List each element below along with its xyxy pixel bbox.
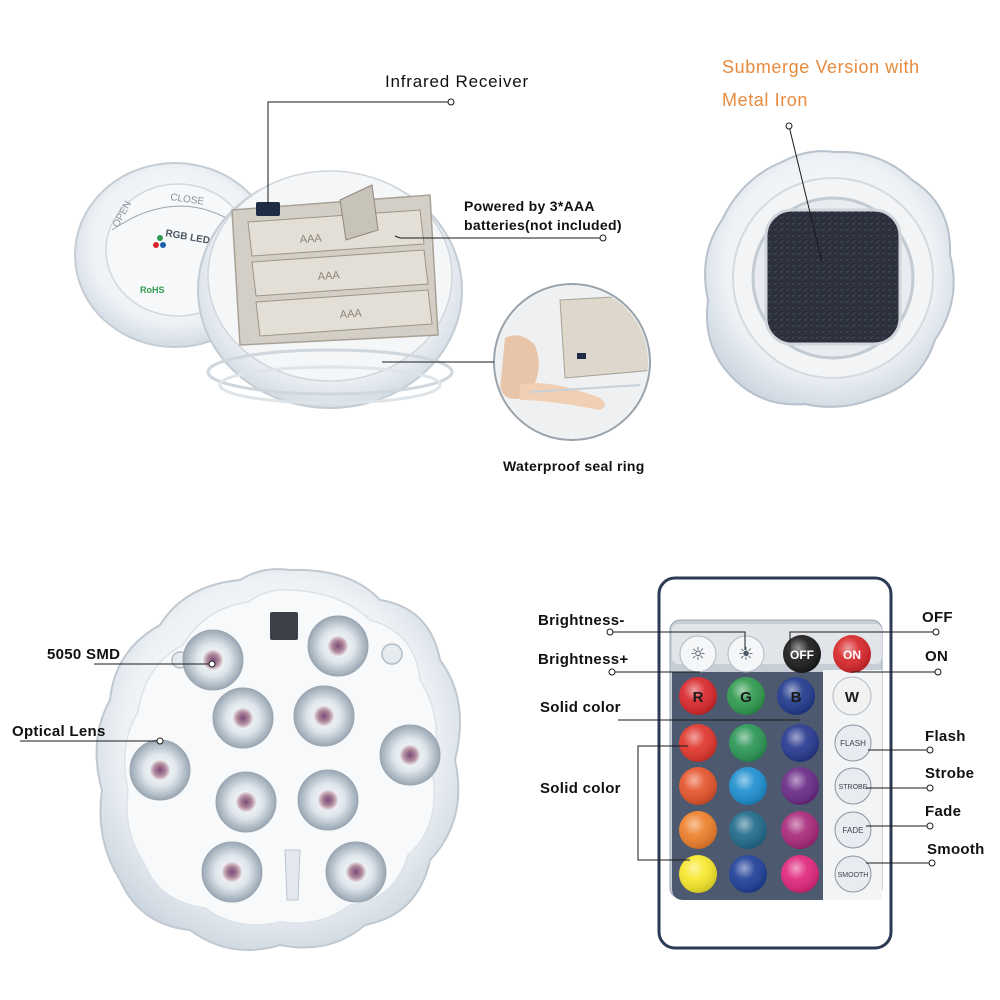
- off-button-label: OFF: [790, 648, 814, 662]
- red-button-label: R: [693, 689, 704, 706]
- off-button[interactable]: OFF: [783, 635, 821, 673]
- solid-color-label-1: Solid color: [540, 699, 621, 716]
- color-button-6[interactable]: [781, 767, 819, 805]
- led-lens-7: [215, 771, 277, 833]
- infrared-receiver-chip: [256, 202, 280, 216]
- on-button[interactable]: ON: [833, 635, 871, 673]
- color-button-12[interactable]: [781, 855, 819, 893]
- led-lens-1: [182, 629, 244, 691]
- brightness-down-button[interactable]: ☼: [679, 635, 717, 673]
- submerge-version-label-line1: Submerge Version with: [722, 57, 920, 77]
- flash-button-label: FLASH: [840, 739, 866, 748]
- color-button-grid: [679, 724, 819, 893]
- brightness-minus-label: Brightness-: [538, 612, 625, 629]
- color-button-1[interactable]: [679, 724, 717, 762]
- color-button-11[interactable]: [729, 855, 767, 893]
- led-lens-4: [293, 685, 355, 747]
- submerge-version-label-line2: Metal Iron: [722, 90, 809, 110]
- white-button[interactable]: W: [832, 676, 872, 716]
- color-button-4[interactable]: [679, 767, 717, 805]
- off-label: OFF: [922, 609, 953, 626]
- open-light-photo: OPEN CLOSE RGB LED RoHS AAA AAA AAA: [74, 162, 651, 441]
- white-button-label: W: [845, 689, 860, 706]
- led-lens-8: [297, 769, 359, 831]
- fade-label: Fade: [925, 803, 962, 820]
- metal-iron-photo: [704, 150, 955, 408]
- battery-leader: [394, 235, 603, 239]
- fade-button-label: FADE: [843, 826, 864, 835]
- blue-button[interactable]: B: [777, 677, 815, 715]
- ir-receiver-window: [270, 612, 298, 640]
- blue-button-label: B: [791, 689, 802, 706]
- on-button-label: ON: [843, 648, 861, 662]
- aaa-label-1: AAA: [299, 232, 322, 246]
- green-button-label: G: [740, 689, 752, 706]
- led-lens-3: [212, 687, 274, 749]
- led-lens-6: [129, 739, 191, 801]
- color-button-5[interactable]: [729, 767, 767, 805]
- solid-color-bracket: [637, 745, 690, 861]
- annotation-lines: [20, 98, 942, 867]
- aaa-label-3: AAA: [339, 307, 362, 321]
- smooth-button[interactable]: SMOOTH: [834, 855, 872, 893]
- color-button-10[interactable]: [679, 855, 717, 893]
- optical-lens-label: Optical Lens: [12, 723, 106, 740]
- color-button-7[interactable]: [679, 811, 717, 849]
- flash-button[interactable]: FLASH: [834, 724, 872, 762]
- smd-5050-label: 5050 SMD: [47, 646, 121, 663]
- seal-ring-inset: [493, 283, 651, 441]
- led-light-photo: [95, 568, 461, 951]
- infrared-leader: [267, 101, 451, 205]
- flash-label: Flash: [925, 728, 966, 745]
- infrared-receiver-label: Infrared Receiver: [385, 72, 529, 91]
- metal-iron-leader: [788, 125, 823, 263]
- sun-large-icon: ☀: [738, 644, 754, 665]
- fade-button[interactable]: FADE: [834, 811, 872, 849]
- color-button-3[interactable]: [781, 724, 819, 762]
- led-lens-9: [201, 841, 263, 903]
- powered-by-label-line1: Powered by 3*AAA: [464, 198, 595, 214]
- rohs-text: RoHS: [140, 285, 165, 295]
- sun-small-icon: ☼: [690, 644, 706, 665]
- led-lens-5: [379, 724, 441, 786]
- on-label: ON: [925, 648, 949, 665]
- battery-base: AAA AAA AAA: [197, 170, 463, 409]
- remote-control: ☼ ☀ OFF ON R G B: [657, 576, 893, 950]
- powered-by-label-line2: batteries(not included): [464, 217, 622, 233]
- close-text: CLOSE: [170, 192, 205, 208]
- color-button-8[interactable]: [729, 811, 767, 849]
- led-lens-10: [325, 841, 387, 903]
- red-button[interactable]: R: [679, 677, 717, 715]
- strobe-button[interactable]: STROBE: [834, 767, 872, 805]
- green-button[interactable]: G: [727, 677, 765, 715]
- color-button-9[interactable]: [781, 811, 819, 849]
- strobe-button-label: STROBE: [839, 784, 868, 791]
- battery-cells: AAA AAA AAA: [247, 209, 433, 337]
- strobe-label: Strobe: [925, 765, 975, 782]
- color-button-2[interactable]: [729, 724, 767, 762]
- off-leader: [789, 631, 936, 650]
- waterproof-seal-ring-label: Waterproof seal ring: [503, 458, 645, 474]
- brightness-plus-label: Brightness+: [538, 651, 629, 668]
- led-lens-2: [307, 615, 369, 677]
- brightness-minus-leader: [610, 631, 746, 650]
- solid-color-label-2: Solid color: [540, 780, 621, 797]
- metal-iron-plate: [764, 208, 902, 346]
- brightness-up-button[interactable]: ☀: [727, 635, 765, 673]
- aaa-label-2: AAA: [317, 269, 340, 283]
- smooth-label: Smooth: [927, 841, 985, 858]
- smooth-button-label: SMOOTH: [838, 872, 869, 879]
